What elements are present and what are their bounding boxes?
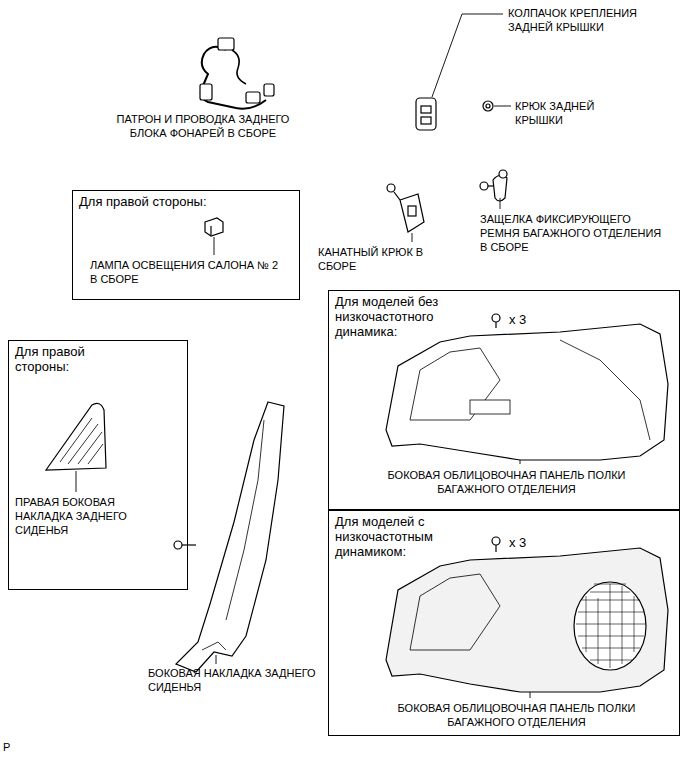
part-name: x 3 [509, 535, 549, 550]
option-heading: Для моделей без низкочастотного динамика… [335, 294, 485, 339]
rh-trim-drawing-part [76, 471, 77, 492]
hook-drawing-part [494, 106, 511, 107]
cap-drawing-part [421, 106, 431, 113]
latch-drawing-part [488, 185, 493, 186]
room-lamp-drawing-part [214, 237, 215, 255]
harness-drawing-part [264, 84, 274, 96]
cap-drawing [416, 14, 503, 130]
room-lamp-drawing-part [210, 226, 211, 235]
rope-hook-drawing-part [408, 206, 416, 216]
shelf-panel-speaker-drawing-part [386, 548, 668, 692]
room-lamp-drawing-part [205, 218, 223, 236]
option-heading: Для моделей с низкочастотным динамиком: [335, 514, 450, 559]
harness-drawing-part [246, 92, 260, 103]
side-trim-drawing-part [182, 544, 196, 545]
side-trim-drawing-part [202, 642, 226, 650]
latch-drawing-part [493, 175, 507, 201]
shelf-panel-drawing-part [470, 400, 510, 414]
shelf-panel-speaker-drawing-part [492, 537, 500, 545]
option-box: Для правой стороны: ПРАВАЯ БОКОВАЯ НАКЛАД… [8, 340, 188, 590]
hook-drawing [483, 101, 511, 111]
part-name: БОКОВАЯ ОБЛИЦОВОЧНАЯ ПАНЕЛЬ ПОЛКИ БАГАЖН… [394, 701, 639, 729]
shelf-panel-speaker-drawing-part [574, 582, 646, 670]
side-trim-drawing-part [216, 655, 217, 664]
latch-drawing-part [500, 198, 501, 209]
cap-drawing-part [432, 14, 503, 97]
latch-drawing-part [499, 170, 507, 178]
latch-drawing [480, 170, 507, 209]
shelf-panel-drawing-part [495, 322, 496, 328]
shelf-panel-speaker-drawing-part [530, 692, 531, 698]
option-heading: Для правой стороны: [15, 344, 135, 374]
figure-code: P [3, 740, 23, 754]
hook-drawing-part [483, 101, 493, 111]
option-box: Для правой стороны: ЛАМПА ОСВЕЩЕНИЯ САЛОН… [72, 190, 300, 300]
shelf-panel-drawing [386, 314, 668, 464]
harness-drawing-part [201, 47, 266, 109]
side-trim-drawing [174, 402, 284, 672]
part-name: ПРАВАЯ БОКОВАЯ НАКЛАДКА ЗАДНЕГО СИДЕНЬЯ [15, 495, 143, 537]
shelf-panel-drawing-part [386, 324, 668, 460]
harness-drawing [200, 38, 274, 109]
rope-hook-drawing-part [400, 194, 424, 232]
hook-drawing-part [486, 104, 490, 108]
rope-hook-drawing-part [412, 233, 413, 242]
rh-trim-drawing [46, 403, 106, 492]
room-lamp-drawing [205, 218, 223, 255]
part-name: КОЛПАЧОК КРЕПЛЕНИЯ ЗАДНЕЙ КРЫШКИ [508, 6, 673, 34]
part-name: КАНАТНЫЙ КРЮК В СБОРЕ [318, 245, 438, 273]
shelf-panel-speaker-drawing [386, 537, 668, 698]
side-trim-drawing-part [226, 420, 264, 620]
part-name: x 3 [509, 312, 549, 327]
part-name: БОКОВАЯ НАКЛАДКА ЗАДНЕГО СИДЕНЬЯ [148, 666, 316, 694]
side-trim-drawing-part [174, 541, 182, 549]
option-box: Для моделей без низкочастотного динамика… [328, 290, 680, 510]
part-name: ПАТРОН И ПРОВОДКА ЗАДНЕГО БЛОКА ФОНАРЕЙ … [104, 112, 302, 140]
cap-drawing-part [416, 98, 436, 130]
rope-hook-drawing-part [394, 192, 400, 200]
rh-trim-drawing-part [46, 403, 106, 470]
cap-drawing-part [421, 117, 431, 124]
shelf-panel-drawing-part [520, 460, 521, 464]
rh-trim-drawing-part [60, 418, 103, 464]
shelf-panel-speaker-drawing-part [576, 584, 646, 668]
option-box: Для моделей с низкочастотным динамиком: x… [328, 510, 680, 736]
part-name: ЗАЩЕЛКА ФИКСИРУЮЩЕГО РЕМНЯ БАГАЖНОГО ОТД… [480, 212, 662, 254]
rope-hook-drawing [387, 184, 424, 242]
shelf-panel-speaker-drawing-part [495, 545, 496, 552]
shelf-panel-drawing-part [492, 314, 500, 322]
shelf-panel-drawing-part [560, 340, 650, 440]
side-trim-drawing-part [176, 402, 284, 672]
option-heading: Для правой стороны: [79, 194, 279, 209]
part-name: ЛАМПА ОСВЕЩЕНИЯ САЛОНА № 2 В СБОРЕ [90, 258, 280, 286]
latch-drawing-part [480, 182, 488, 190]
rope-hook-drawing-part [387, 184, 395, 192]
harness-drawing-part [200, 84, 212, 100]
part-name: КРЮК ЗАДНЕЙ КРЫШКИ [515, 99, 630, 127]
harness-drawing-part [218, 38, 234, 50]
shelf-panel-speaker-drawing-part [410, 574, 500, 650]
part-name: БОКОВАЯ ОБЛИЦОВОЧНАЯ ПАНЕЛЬ ПОЛКИ БАГАЖН… [384, 468, 629, 496]
harness-drawing-part [232, 50, 246, 84]
